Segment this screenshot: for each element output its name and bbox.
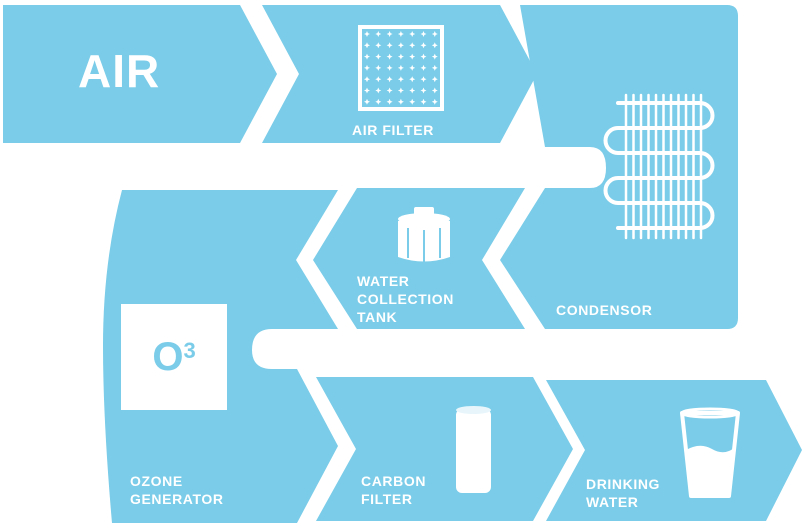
label-line: FILTER: [361, 491, 413, 507]
carbon-filter-cylinder-icon: [456, 406, 491, 493]
label-line: GENERATOR: [130, 491, 224, 507]
step-tile-air: [3, 5, 277, 143]
air-filter-icon: [358, 25, 444, 111]
label-line: DRINKING: [586, 476, 661, 492]
label-line: OZONE: [130, 473, 183, 489]
step-label-ozone-generator: OZONE GENERATOR: [130, 472, 224, 508]
label-line: TANK: [357, 309, 398, 325]
ozone-superscript: 3: [183, 338, 196, 363]
step-label-air-filter: AIR FILTER: [352, 122, 434, 138]
ozone-symbol: O: [152, 334, 184, 379]
step-label-air: AIR: [78, 45, 161, 97]
water-tank-icon: [398, 207, 450, 262]
step-tile-air-filter: [262, 5, 537, 143]
step-label-drinking-water: DRINKING WATER: [586, 475, 660, 511]
label-line: CARBON: [361, 473, 427, 489]
step-tile-carbon-filter: [316, 377, 573, 521]
step-tile-condensor: [500, 5, 738, 329]
label-line: COLLECTION: [357, 291, 454, 307]
water-glass-icon: [680, 407, 740, 498]
step-label-water-collection-tank: WATER COLLECTION TANK: [357, 272, 454, 326]
label-line: WATER: [357, 273, 410, 289]
step-label-carbon-filter: CARBON FILTER: [361, 472, 426, 508]
step-tile-drinking-water: [546, 380, 802, 521]
condenser-coil-icon: [603, 93, 715, 240]
label-line: WATER: [586, 494, 639, 510]
step-label-condensor: CONDENSOR: [556, 302, 653, 318]
